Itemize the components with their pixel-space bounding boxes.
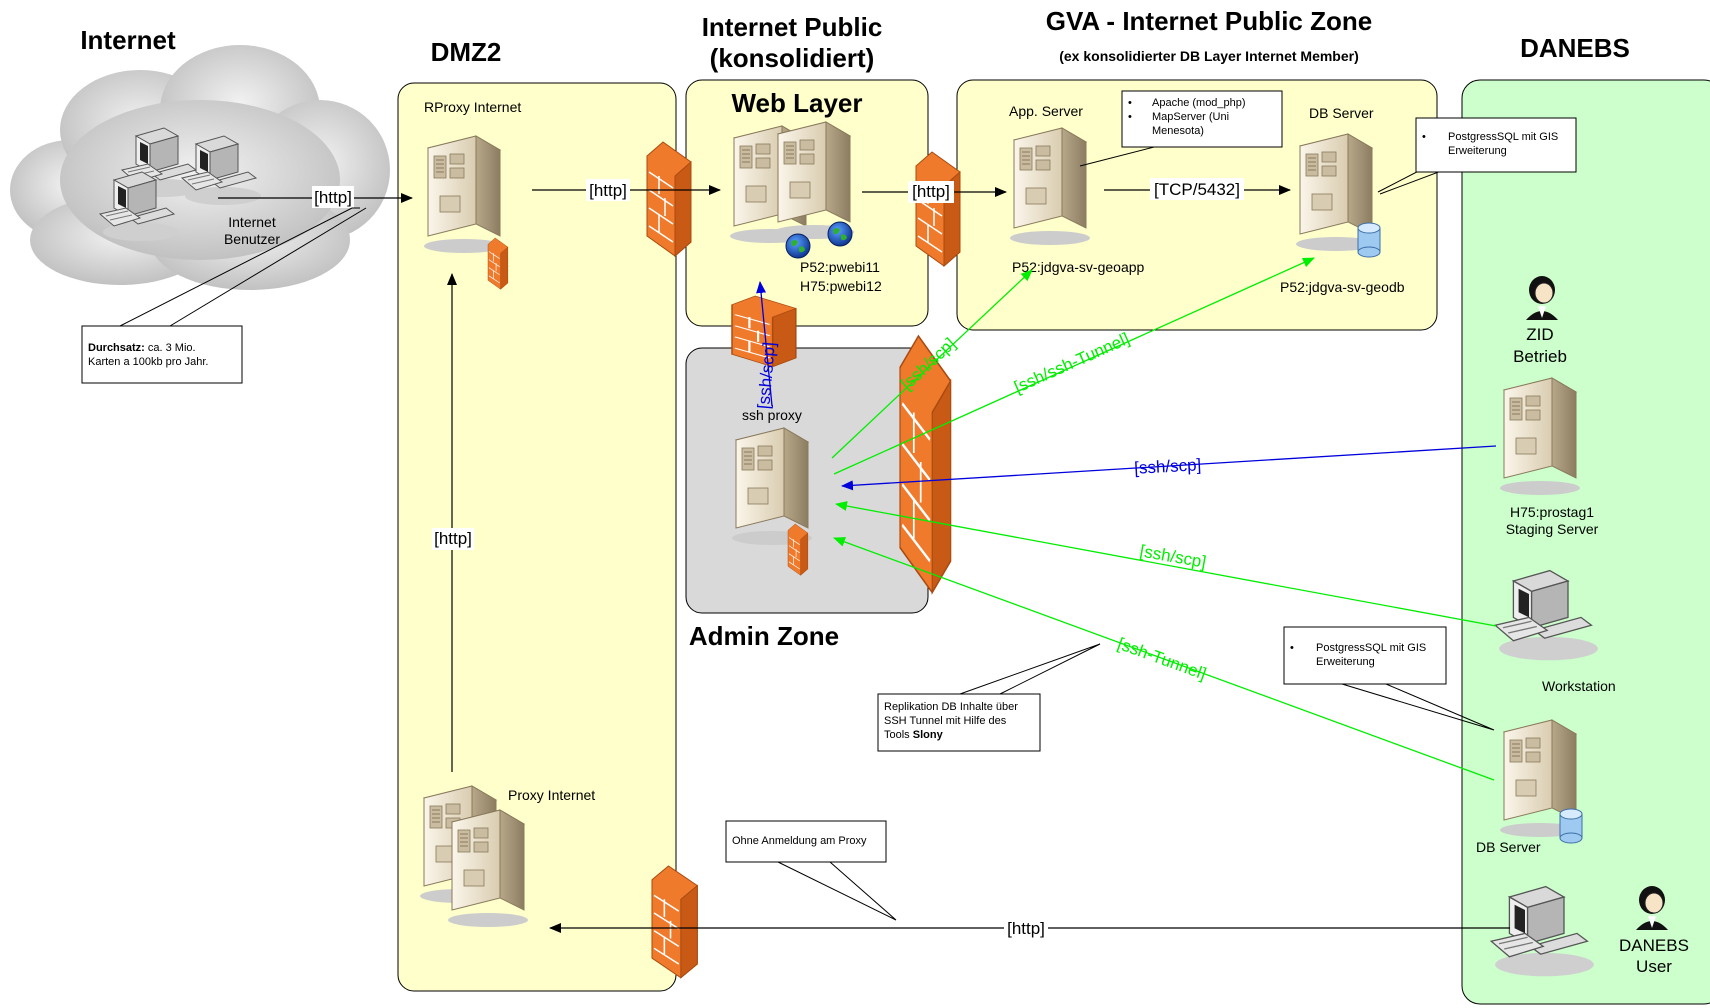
zone-title-web-layer: Web Layer [731,88,862,118]
db-cylinder-icon [1357,222,1381,258]
note-app-bullet-2: • [1128,111,1132,123]
note-app-bullet-1: • [1128,97,1132,109]
note-proxy [725,820,887,863]
edge-label-ssh-tunnel-db: [ssh/ssh-Tunnel] [1011,329,1132,397]
ssh-proxy-firewall-icon [787,523,809,576]
note-app-server [1121,90,1283,148]
note-db-server [1415,117,1577,173]
note-replication-line-3: Tools Slony [884,729,944,741]
firewall-icon-web-app [915,151,961,267]
db-server-name: P52:jdgva-sv-geodb [1280,279,1405,295]
web-server-label-1: P52:pwebi11 [800,259,880,275]
internet-user-label-1: Internet [228,214,276,230]
edge-label-ssh-scp-workstation: [ssh/scp] [1138,541,1207,571]
note-replication-line-1: Replikation DB Inhalte über [884,701,1018,713]
edge-label-bg [1150,178,1244,200]
danebs-user-label-2: User [1636,957,1672,976]
note-throughput-line-2: Karten a 100kb pro Jahr. [88,356,208,368]
zone-dmz2 [397,82,677,992]
rproxy-firewall-icon [487,237,509,290]
note-app-line-2: MapServer (Uni [1152,111,1229,123]
note-danebs-db-line-2: Erweiterung [1316,656,1375,668]
note-danebs-db-bullet: • [1290,642,1294,654]
danebs-db-label: DB Server [1476,839,1541,855]
edge-label-bg [586,179,630,201]
rproxy-label: RProxy Internet [424,99,521,115]
zone-title-internet: Internet [80,25,176,55]
zone-title-dmz2: DMZ2 [431,37,502,67]
edge-label-http-web-app: [http] [912,182,950,201]
note-db-line-2: Erweiterung [1448,145,1507,157]
link-ssh-app [831,269,1033,459]
danebs-user-label-1: DANEBS [1619,936,1689,955]
edge-label-ssh-tunnel-danebs: [ssh-Tunnel] [1115,634,1209,684]
web-server-label-2: H75:pwebi12 [800,278,882,294]
note-replication [877,693,1041,752]
note-danebs-db [1283,626,1447,685]
edge-label-http-danebs: [http] [1007,919,1045,938]
callout-pointer-replication [959,643,1101,695]
edge-label-bg [1004,917,1048,939]
zone-title-danebs: DANEBS [1520,33,1630,63]
zone-subtitle-gva: (ex konsolidierter DB Layer Internet Mem… [1059,48,1359,64]
note-throughput [81,325,243,384]
web-globe-icon-2 [827,221,853,247]
link-ssh-staging [841,445,1497,491]
note-danebs-db-line-1: PostgressSQL mit GIS [1316,642,1426,654]
note-app-line-1: Apache (mod_php) [1152,97,1246,109]
note-db-bullet: • [1422,131,1426,143]
staging-label-2: Staging Server [1506,521,1599,537]
web-globe-icon-1 [785,233,811,259]
link-ssh-web [756,281,773,407]
note-db-line-1: PostgressSQL mit GIS [1448,131,1558,143]
zone-danebs [1461,79,1710,1005]
danebs-db-cylinder-icon [1559,808,1583,844]
edge-label-http-internet: [http] [314,188,352,207]
edge-label-ssh-scp-staging: [ssh/scp] [1134,455,1202,477]
firewall-icon-danebs-proxy [651,865,699,979]
callout-pointer-proxy [777,861,897,921]
zid-label-2: Betrieb [1513,347,1567,366]
db-server-title: DB Server [1309,105,1374,121]
link-ssh-db [833,257,1315,475]
edge-label-tcp-5432: [TCP/5432] [1154,180,1240,199]
edge-label-bg [312,186,354,208]
zone-title-admin: Admin Zone [689,621,839,651]
callout-pointer-throughput [119,207,360,327]
zid-label-1: ZID [1526,325,1553,344]
zone-title-internet-public: Internet Public [702,12,883,42]
internet-user-label-2: Benutzer [224,231,280,247]
edge-label-http-proxy-up: [http] [434,529,472,548]
workstation-label: Workstation [1542,678,1616,694]
link-ssh-danebs-db [833,537,1495,781]
callout-pointer-danebs-db [1341,683,1495,731]
firewall-icon-dmz-web [646,141,692,257]
app-server-name: P52:jdgva-sv-geoapp [1012,259,1145,275]
proxy-internet-label: Proxy Internet [508,787,595,803]
edge-label-bg [908,181,954,203]
callout-pointer-throughput-2 [169,207,367,327]
note-proxy-text: Ohne Anmeldung am Proxy [732,835,867,847]
ssh-proxy-label: ssh proxy [742,407,802,423]
zone-title-konsolidiert: (konsolidiert) [710,43,875,73]
note-app-line-3: Menesota) [1152,125,1204,137]
zone-title-gva: GVA - Internet Public Zone [1046,6,1372,36]
edge-label-bg [432,528,474,550]
app-server-title: App. Server [1009,103,1083,119]
note-throughput-line-1: Durchsatz: ca. 3 Mio. [88,342,196,354]
staging-label-1: H75:prostag1 [1510,504,1594,520]
link-ssh-workstation [835,501,1497,627]
edge-label-http-rproxy-web: [http] [589,181,627,200]
note-replication-line-2: SSH Tunnel mit Hilfe des [884,715,1007,727]
